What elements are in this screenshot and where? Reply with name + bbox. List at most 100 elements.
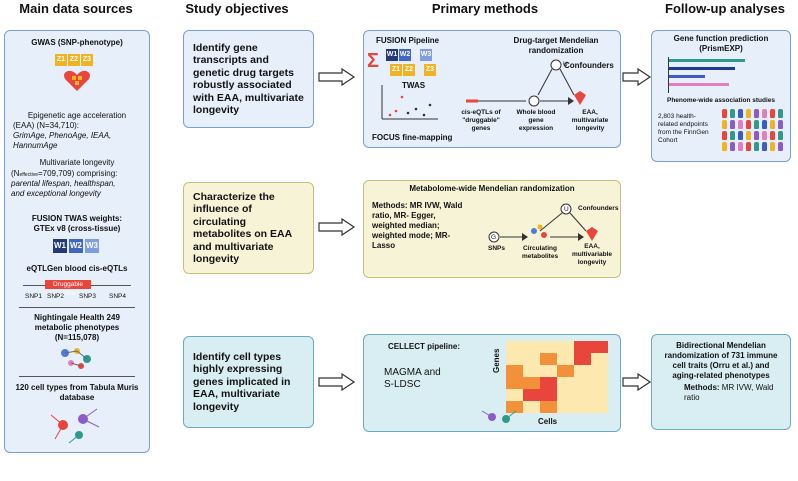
person-icon <box>770 120 775 129</box>
heatmap-cell <box>557 401 574 413</box>
bar-chart-axis <box>668 57 669 93</box>
heatmap-cell <box>506 389 523 401</box>
eqtlgen-title: eQTLGen blood cis-eQTLs <box>26 264 128 273</box>
heatmap-cell <box>540 389 557 401</box>
metabolite-molecules-icon <box>61 348 91 369</box>
followup-gene-function-panel: Gene function prediction (PrismEXP) Phen… <box>651 30 791 162</box>
w2-tile: W2 <box>69 239 83 253</box>
arrow-right-icon <box>318 373 356 391</box>
eaa-clocks1: GrimAge, PhenoAge, IEAA, <box>13 131 112 140</box>
w3-tile: W3 <box>85 239 99 253</box>
gene-function-title2: (PrismEXP) <box>699 44 743 53</box>
person-icon <box>730 120 735 129</box>
person-icon <box>754 120 759 129</box>
immune-title-line2: randomization of 731 immune <box>664 351 778 360</box>
person-icon <box>738 109 743 118</box>
expression-heatmap <box>506 341 612 415</box>
z2-tile: Z2 <box>403 64 415 76</box>
person-icon <box>762 109 767 118</box>
methods-line1: Methods: MR IVW, Wald <box>372 201 463 210</box>
person-icon <box>730 142 735 151</box>
arrow-right-icon <box>622 68 652 86</box>
person-icon <box>754 131 759 140</box>
immune-title-line1: Bidirectional Mendelian <box>676 341 766 350</box>
cis-eqtls-line2: "druggable" <box>462 117 500 124</box>
person-icon <box>778 131 783 140</box>
eaa-line1: Epigenetic age acceleration <box>27 111 127 120</box>
population-icon-grid <box>722 109 788 155</box>
person-icon <box>770 109 775 118</box>
eaa-line2: (EAA) (N=34,710): <box>13 121 80 130</box>
heatmap-cell <box>506 377 523 389</box>
confounders-label: Confounders <box>564 61 614 70</box>
person-icon <box>754 142 759 151</box>
heatmap-cell <box>574 377 591 389</box>
magma-line2: S-LDSC <box>384 379 421 390</box>
z1-tile: Z1 <box>390 64 402 76</box>
person-icon <box>762 142 767 151</box>
genes-axis-label: Genes <box>492 348 501 373</box>
heatmap-cell <box>591 365 608 377</box>
methods-line5: Lasso <box>372 241 396 250</box>
heatmap-cell <box>523 389 540 401</box>
whole-blood-line3: expression <box>518 125 554 132</box>
person-icon <box>738 142 743 151</box>
fusion-weights-title1: FUSION TWAS weights: <box>31 214 123 223</box>
person-icon <box>738 131 743 140</box>
snp2-label: SNP2 <box>47 293 64 300</box>
person-icon <box>762 120 767 129</box>
w1-tile: W1 <box>386 49 398 61</box>
ml-line1: Multivariate longevity <box>39 158 115 167</box>
whole-blood-line1: Whole blood <box>516 109 556 116</box>
heatmap-cell <box>540 401 557 413</box>
endpoints-line2: related endpoints <box>658 121 708 128</box>
heatmap-cell <box>591 341 608 353</box>
heatmap-cell <box>523 365 540 377</box>
gene-function-title1: Gene function prediction <box>673 34 769 43</box>
prediction-bar <box>669 67 735 70</box>
twas-label: TWAS <box>402 81 426 90</box>
twas-plot-icon <box>381 85 438 120</box>
heatmap-cell <box>540 377 557 389</box>
heatmap-cell <box>557 353 574 365</box>
heatmap-cell <box>540 341 557 353</box>
immune-methods-line1: Methods: MR IVW, Wald <box>684 383 774 392</box>
endpoints-line1: 2,803 health- <box>658 113 696 120</box>
mr-dag-diagram <box>466 59 586 107</box>
tabula-muris-line1: 120 cell types from Tabula Muris <box>15 383 139 392</box>
header-study-objectives: Study objectives <box>185 1 289 16</box>
u-node-label: U <box>564 206 569 213</box>
g-node-label: G <box>491 234 497 241</box>
heatmap-cell <box>591 353 608 365</box>
fusion-pipeline-title: FUSION Pipeline <box>376 36 440 45</box>
snp3-label: SNP3 <box>79 293 96 300</box>
heatmap-cell <box>574 389 591 401</box>
z2-tile: Z2 <box>68 54 80 66</box>
person-icon <box>746 142 751 151</box>
snp4-label: SNP4 <box>109 293 126 300</box>
heatmap-cell <box>591 401 608 413</box>
magma-line1: MAGMA and <box>384 367 441 378</box>
heatmap-cell <box>540 353 557 365</box>
immune-title-line4: aging-related phenotypes <box>672 371 770 380</box>
w3-tile: W3 <box>420 49 432 61</box>
arrow-right-icon <box>318 218 356 236</box>
snps-label: SNPs <box>488 245 505 252</box>
tabula-muris-line2: database <box>59 393 95 402</box>
focus-fine-mapping-label: FOCUS fine-mapping <box>372 133 453 142</box>
cellect-title: CELLECT pipeline: <box>388 342 460 351</box>
objective2-text: Characterize the influence of circulatin… <box>193 190 292 266</box>
cis-eqtls-line3: genes <box>471 125 491 132</box>
person-icon <box>722 120 727 129</box>
w2-tile: W2 <box>399 49 411 61</box>
endpoints-line4: Cohort <box>658 137 678 144</box>
objective-gene-transcripts: Identify gene transcripts and genetic dr… <box>183 30 314 128</box>
heatmap-cell <box>523 341 540 353</box>
heatmap-cell <box>591 389 608 401</box>
heatmap-cell <box>574 401 591 413</box>
eaa-line3: longevity <box>575 125 605 132</box>
heatmap-cell <box>506 365 523 377</box>
metabolome-mr-title: Metabolome-wide Mendelian randomization <box>409 184 575 193</box>
confounders-label: Confounders <box>578 205 619 212</box>
immune-title-line3: cell traits (Orru et al.) and <box>672 361 770 370</box>
